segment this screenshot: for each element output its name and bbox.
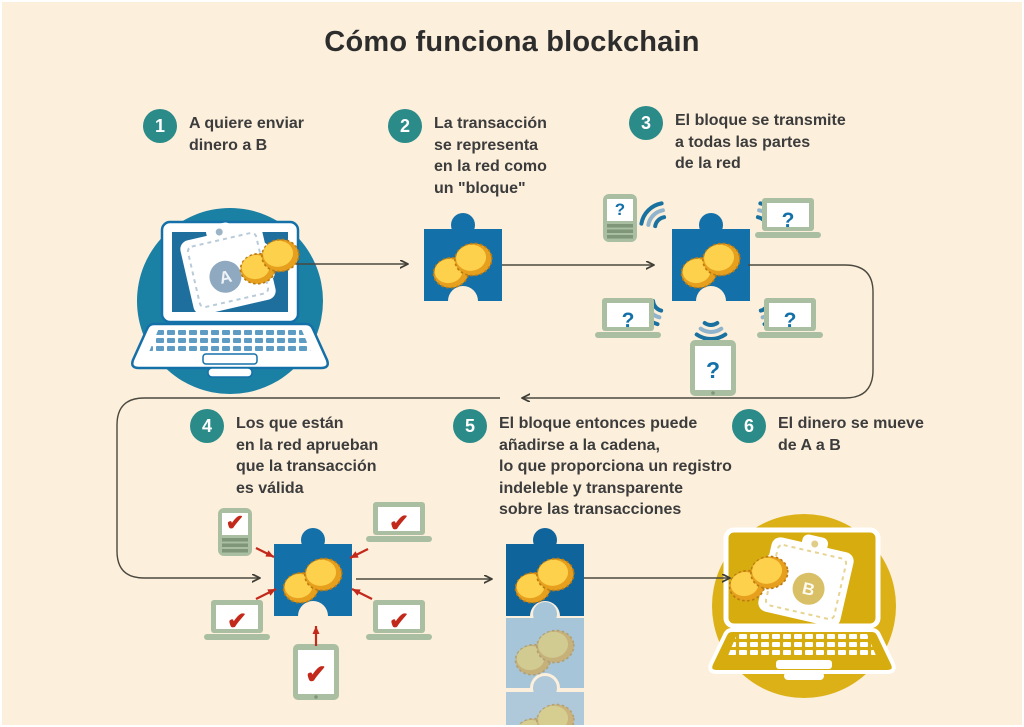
step-1-text: A quiere enviar dinero a B [189,115,305,154]
laptop-b-illustration: B [708,514,896,698]
step-6-badge: 6 [732,409,766,443]
step-4: 4 Los que están en la red aprueban que l… [190,409,378,499]
step-3-badge: 3 [629,106,663,140]
check-icon: ✔ [389,510,409,537]
approval-illustration: ✔ ✔ ✔ ✔ ✔ [204,502,432,700]
flow-arrow-3-loop [522,264,874,398]
flow-connectors [116,264,874,579]
step-1-badge: 1 [143,109,177,143]
approval-arrows [255,547,373,646]
check-icon: ✔ [227,608,247,635]
check-icon: ✔ [389,608,409,635]
step-4-text: Los que están en la red aprueban que la … [236,415,379,497]
wallet-a-letter: A [217,267,233,288]
block-illustration [424,213,502,316]
step-5: 5 El bloque entonces puede añadirse a la… [453,409,732,521]
step-5-text: El bloque entonces puede añadirse a la c… [499,415,732,518]
wallet-a-icon: A [180,222,276,315]
step-3-text: El bloque se transmite a todas las parte… [675,112,846,172]
step-2-badge: 2 [388,109,422,143]
laptop-a-illustration: A [131,208,329,394]
wifi-icon [638,200,670,232]
puzzle-block-faded [506,676,584,725]
wifi-icon [694,321,728,341]
check-icon: ✔ [305,659,327,689]
question-mark: ? [782,209,795,232]
question-mark: ? [615,200,625,219]
wallet-b-letter: B [800,579,816,600]
step-5-badge: 5 [453,409,487,443]
step-2: 2 La transacción se representa en la red… [388,109,547,199]
broadcast-illustration: ? ? ? ? ? [595,194,823,396]
chain-illustration [506,528,584,725]
flow-arrow-loop-4 [116,397,500,578]
step-6-text: El dinero se mueve de A a B [778,415,924,454]
question-mark: ? [622,309,635,332]
infographic-title: Cómo funciona blockchain [324,26,700,58]
step-3: 3 El bloque se transmite a todas las par… [629,106,846,175]
step-2-text: La transacción se representa en la red c… [434,115,547,197]
question-mark: ? [706,357,720,383]
step-4-badge: 4 [190,409,224,443]
step-1: 1 A quiere enviar dinero a B [143,109,304,156]
step-6: 6 El dinero se mueve de A a B [732,409,924,456]
check-icon: ✔ [226,510,244,535]
question-mark: ? [784,309,797,332]
